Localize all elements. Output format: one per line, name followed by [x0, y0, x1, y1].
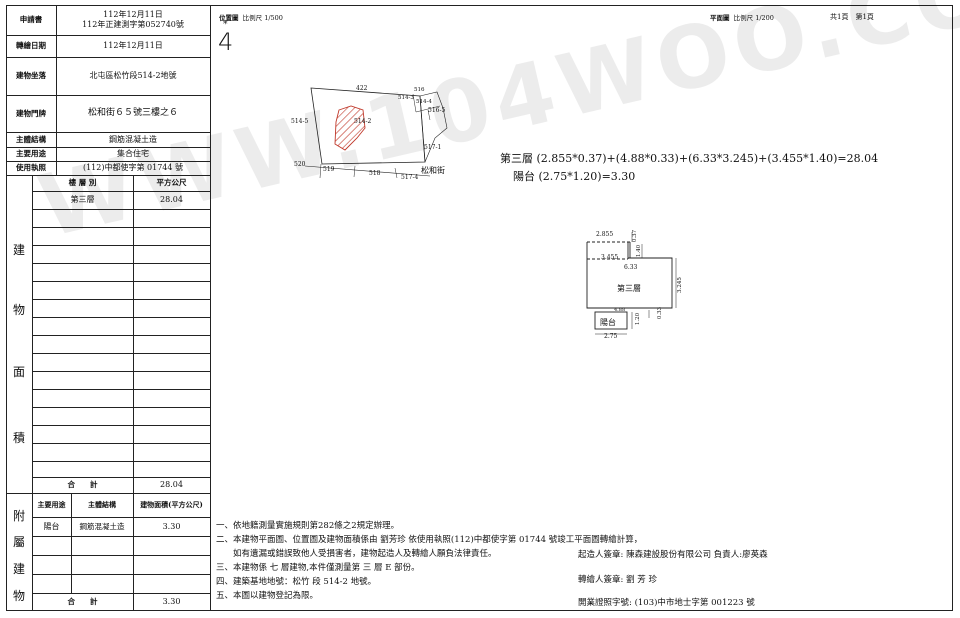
transfer-date-label: 轉繪日期	[16, 41, 46, 51]
position-map-title: 位置圖	[219, 14, 239, 22]
structure-label: 主體結構	[16, 134, 46, 144]
dim-1-40: 1.40	[636, 244, 643, 258]
annex-total-label: 合 計	[67, 597, 98, 607]
annex-row-use: 陽台	[43, 521, 60, 531]
area-row-floor: 第三層	[70, 195, 95, 204]
note-line-4: 三、本建物係 七 層建物,本件僅測量第 三 層 E 部份。	[216, 563, 420, 573]
position-map-scale: 比例尺 1/500	[242, 14, 283, 22]
floor-area-formula: 第三層 (2.855*0.37)+(4.88*0.33)+(6.33*3.245…	[500, 152, 879, 165]
site-label-514-4: 514-4	[416, 99, 432, 105]
north-arrow-icon: 4	[218, 28, 234, 56]
area-side-char-3: 面	[12, 365, 25, 379]
annex-row-area: 3.30	[162, 521, 181, 531]
applicant-number: 112年正建測字第052740號	[82, 20, 184, 29]
site-label-514-2: 514-2	[354, 118, 372, 125]
annex-side-char-4: 物	[12, 589, 25, 603]
balcony-area-formula: 陽台 (2.75*1.20)=3.30	[513, 170, 636, 183]
location-label: 建物坐落	[16, 71, 46, 81]
room-label: 第三層	[617, 284, 641, 293]
use-value: 集合住宅	[117, 149, 149, 158]
site-label-516-5: 516-5	[428, 107, 446, 114]
info-table: 申請書 112年12月11日 112年正建測字第052740號 轉繪日期 112…	[6, 5, 211, 611]
position-map-header: 位置圖 比例尺 1/500	[219, 12, 283, 22]
annex-total-value: 3.30	[162, 597, 181, 606]
col-floor-header: 樓 層 別	[68, 178, 97, 188]
page-count: 共1頁 第1頁	[830, 13, 874, 21]
site-label-517-4: 517-4	[401, 174, 419, 181]
note-line-3: 如有遺漏或錯誤致他人受損害者，建物起造人及轉繪人願負法律責任。	[216, 549, 497, 559]
note-line-2: 二、本建物平面圖、位置圖及建物面積係由 劉芳珍 依使用執照(112)中都使字第 …	[216, 535, 643, 545]
site-label-422: 422	[356, 85, 368, 92]
site-label-519: 519	[323, 166, 335, 173]
note-line-6: 五、本圖以建物登記為限。	[216, 591, 319, 601]
dim-1-20: 1.20	[635, 312, 642, 326]
north-arrow-mark: *	[223, 20, 228, 30]
balcony-label: 陽台	[600, 318, 616, 327]
annex-side-char-3: 建	[12, 562, 25, 576]
site-label-520: 520	[294, 161, 306, 168]
license-label: 使用執照	[16, 163, 46, 173]
area-side-char-1: 建	[12, 243, 25, 257]
area-side-char-4: 積	[12, 431, 25, 445]
applicant-label: 申請書	[19, 15, 43, 25]
annex-side-char-1: 附	[12, 509, 25, 523]
site-label-514-3: 514-3	[398, 95, 414, 101]
document-sheet	[6, 5, 953, 611]
annex-col-area: 建物面積(平方公尺)	[140, 499, 203, 509]
dim-6-33: 6.33	[624, 264, 638, 271]
area-side-char-2: 物	[12, 303, 25, 317]
site-position-map	[304, 87, 448, 179]
dim-4-88: 4.88	[614, 307, 626, 313]
plan-map-header: 平面圖 比例尺 1/200	[710, 12, 774, 22]
dim-3-455: 3.455	[601, 254, 619, 261]
note-line-5: 四、建築基地地號：松竹 段 514-2 地號。	[216, 577, 377, 587]
annex-side-char-2: 屬	[12, 535, 25, 549]
site-label-514-5: 514-5	[291, 118, 309, 125]
site-label-517-1: 517-1	[424, 144, 442, 151]
dim-0-33: 0.33	[657, 306, 664, 320]
dim-0-37: 0.37	[632, 229, 639, 243]
dim-3-245: 3.245	[676, 277, 683, 293]
address-label: 建物門牌	[16, 108, 46, 118]
col-area-header: 平方公尺	[156, 178, 187, 188]
site-label-518: 518	[369, 170, 381, 177]
site-label-516: 516	[414, 87, 425, 93]
address-value: 松和街６５號三樓之６	[87, 107, 178, 118]
area-row-value: 28.04	[160, 195, 183, 204]
applicant-value: 112年12月11日 112年正建測字第052740號	[56, 5, 210, 35]
annex-col-use: 主要用途	[37, 499, 66, 509]
area-total-label: 合 計	[67, 480, 98, 490]
location-value: 北屯區松竹段514-2地號	[89, 71, 177, 80]
dim-2-855: 2.855	[596, 231, 614, 238]
annex-row-structure: 鋼筋混凝土造	[79, 521, 125, 531]
drafter-signature: 轉繪人簽章: 劉 芳 珍	[578, 575, 657, 585]
license-value: (112)中都使字第 01744 號	[82, 163, 184, 172]
structure-value: 鋼筋混凝土造	[109, 134, 157, 144]
street-label: 松和街	[421, 166, 445, 175]
floor-plan-drawing	[586, 232, 677, 335]
builder-signature: 起造人簽章: 陳森建設股份有限公司 負責人:廖英森	[578, 550, 768, 560]
plan-map-scale: 比例尺 1/200	[733, 14, 774, 22]
plan-map-title: 平面圖	[710, 14, 730, 22]
applicant-date: 112年12月11日	[103, 10, 163, 19]
transfer-date-value: 112年12月11日	[103, 41, 163, 50]
dim-2-75: 2.75	[604, 333, 618, 340]
annex-col-structure: 主體結構	[88, 499, 116, 509]
use-label: 主要用途	[16, 149, 46, 159]
license-number: 開業證照字號: (103)中市地士字第 001223 號	[578, 598, 755, 608]
building-footprint-hatch	[334, 105, 366, 151]
area-total-value: 28.04	[160, 480, 183, 489]
note-line-1: 一、依地籍測量實施規則第282條之2規定辦理。	[216, 521, 400, 531]
